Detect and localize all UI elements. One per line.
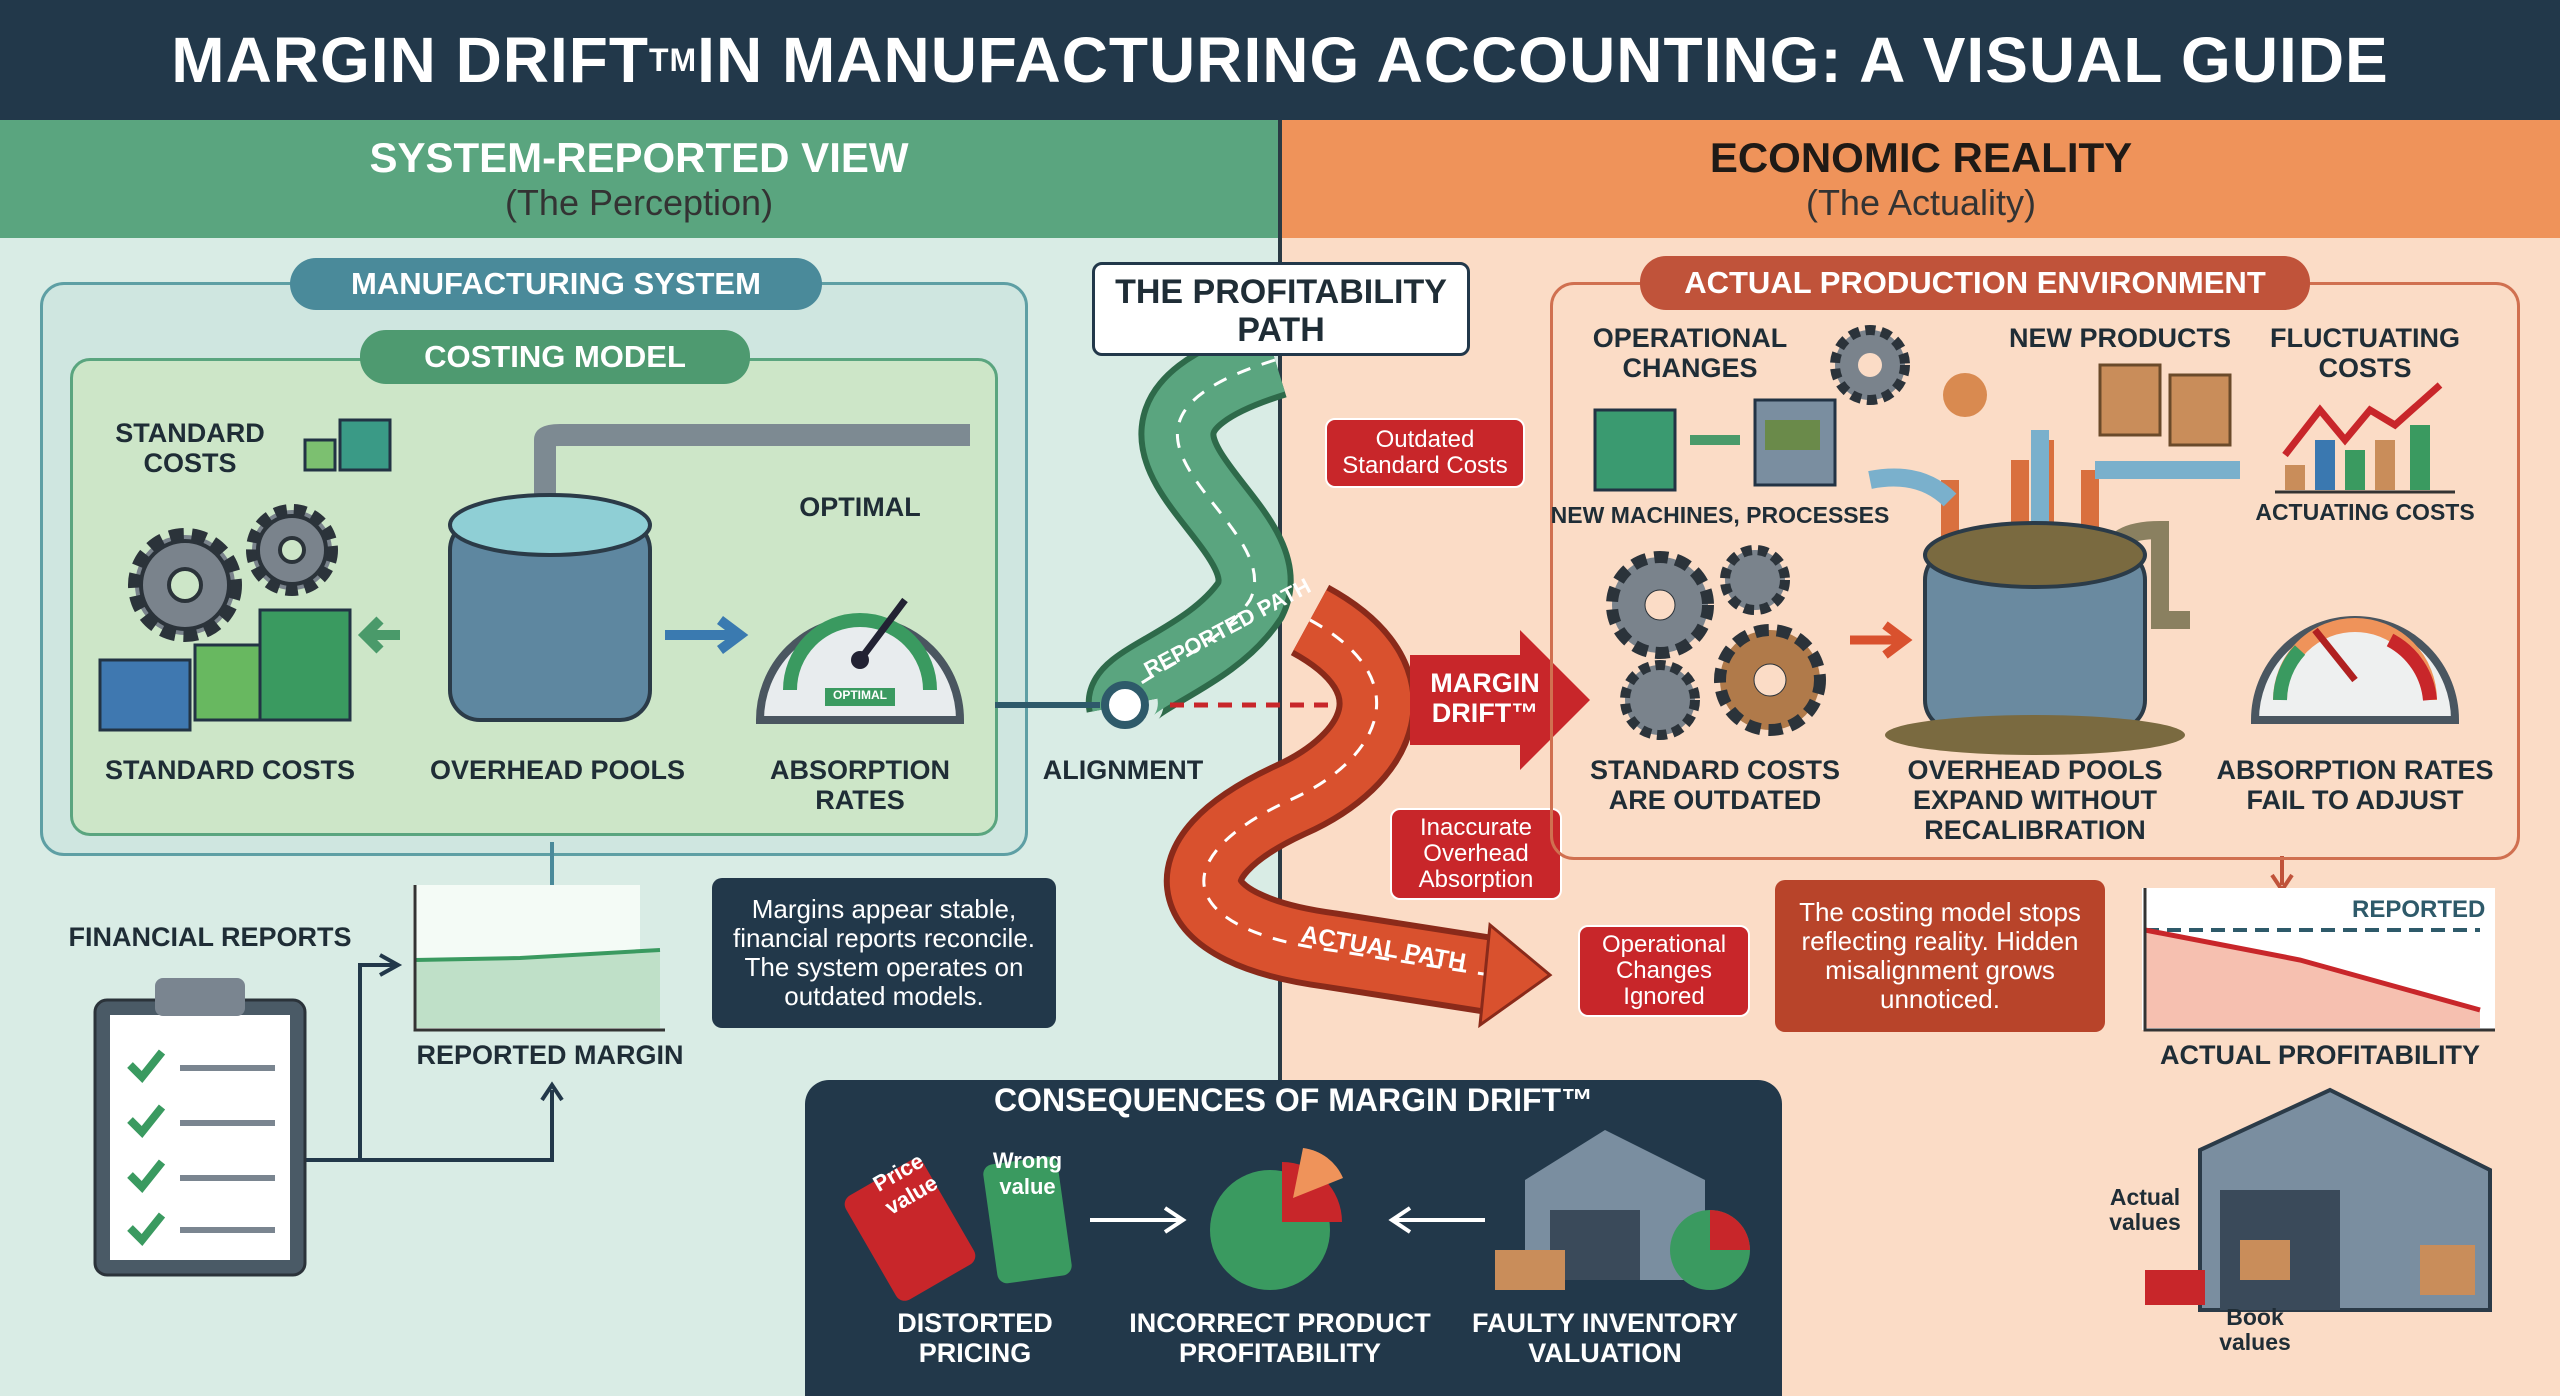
standard-costs-label: STANDARD COSTS — [104, 755, 355, 785]
actual-profitability-label: ACTUAL PROFITABILITY — [2160, 1040, 2480, 1070]
band-title: ECONOMIC REALITY — [1709, 134, 2133, 181]
overhead-pool-tank-icon — [357, 424, 970, 722]
economic-reality-band: ECONOMIC REALITY (The Actuality) — [1282, 120, 2560, 238]
broken-gauge-icon — [2250, 616, 2460, 724]
consequences-icons — [844, 1130, 1750, 1301]
margin-drift-arrow — [1410, 630, 1590, 770]
operational-changes-ignored-callout: Operational Changes Ignored — [1578, 925, 1750, 1017]
pie-chart-icon — [1210, 1148, 1343, 1290]
gears-icon — [128, 504, 338, 642]
actual-values-label: Actual values — [2109, 1184, 2181, 1235]
costing-model-title: COSTING MODEL — [360, 330, 750, 384]
optimal-gauge-icon — [755, 597, 965, 724]
overhead-pools-expand-label: OVERHEAD POOLS EXPAND WITHOUT RECALIBRAT… — [1907, 755, 2163, 845]
tm-mark: TM — [648, 41, 698, 78]
band-subtitle: (The Perception) — [504, 182, 774, 223]
title-main: MARGIN DRIFT — [171, 24, 649, 96]
faulty-inventory-label: FAULTY INVENTORY VALUATION — [1471, 1308, 1739, 1368]
band-title: SYSTEM-REPORTED VIEW — [369, 134, 909, 181]
reported-margin-chart — [413, 885, 665, 1032]
optimal-label: OPTIMAL — [799, 492, 921, 522]
wrong-tag-label: Wrong value — [992, 1148, 1063, 1199]
system-reported-band: SYSTEM-REPORTED VIEW (The Perception) — [0, 120, 1278, 238]
standard-costs-top-label: STANDARD COSTS — [115, 418, 265, 478]
actuating-costs-label: ACTUATING COSTS — [2255, 499, 2475, 525]
inaccurate-absorption-callout: Inaccurate Overhead Absorption — [1390, 808, 1562, 900]
standard-costs-outdated-label: STANDARD COSTS ARE OUTDATED — [1589, 755, 1840, 815]
alignment-label: ALIGNMENT — [1042, 755, 1204, 785]
margin-drift-label: MARGIN DRIFT™ — [1430, 668, 1540, 728]
actual-profitability-chart — [2142, 888, 2495, 1032]
overflowing-tank-icon — [1868, 430, 2240, 755]
consequences-title: CONSEQUENCES OF MARGIN DRIFT™ — [993, 1082, 1594, 1118]
worn-gears-icon — [1606, 545, 1913, 740]
band-subtitle: (The Actuality) — [1805, 182, 2037, 223]
actual-production-title: ACTUAL PRODUCTION ENVIRONMENT — [1640, 256, 2310, 310]
inventory-warehouse-icon — [1495, 1130, 1750, 1290]
price-tags-icon — [844, 1156, 1072, 1301]
incorrect-profitability-label: INCORRECT PRODUCT PROFITABILITY — [1129, 1308, 1431, 1368]
distorted-pricing-label: DISTORTED PRICING — [897, 1308, 1053, 1368]
title-rest: IN MANUFACTURING ACCOUNTING: A VISUAL GU… — [697, 24, 2389, 96]
absorption-rates-label: ABSORPTION RATES — [769, 755, 950, 815]
financial-reports-label: FINANCIAL REPORTS — [68, 922, 352, 952]
overhead-pools-label: OVERHEAD POOLS — [429, 755, 686, 785]
arrow-right-icon — [1090, 1206, 1187, 1234]
manufacturing-system-title: MANUFACTURING SYSTEM — [290, 258, 822, 310]
clipboard-checklist-icon — [93, 978, 307, 1277]
machines-icon — [1593, 325, 1987, 492]
operational-changes-label: OPERATIONAL CHANGES — [1592, 323, 1788, 383]
absorption-rates-fail-label: ABSORPTION RATES FAIL TO ADJUST — [2216, 755, 2494, 815]
new-machines-label: NEW MACHINES, PROCESSES — [1550, 502, 1890, 528]
profitability-path-title: THE PROFITABILITY PATH — [1092, 262, 1470, 356]
cubes-icon — [98, 418, 392, 732]
gauge-optimal-tag: OPTIMAL — [833, 688, 887, 702]
boxes-icon — [2098, 363, 2232, 447]
reported-line-label: REPORTED — [2352, 896, 2486, 923]
arrow-left-icon — [1388, 1206, 1485, 1234]
outdated-standard-costs-callout: Outdated Standard Costs — [1325, 418, 1525, 488]
new-products-label: NEW PRODUCTS — [2009, 323, 2231, 353]
book-values-label: Book values — [2219, 1304, 2291, 1355]
reality-note: The costing model stops reflecting reali… — [1775, 880, 2105, 1032]
profitability-path-road — [995, 322, 1553, 1029]
warehouse-icon — [2145, 1087, 2492, 1312]
reported-note: Margins appear stable, financial reports… — [712, 878, 1056, 1028]
fluctuating-costs-chart-icon — [2275, 382, 2455, 494]
reported-margin-label: REPORTED MARGIN — [416, 1040, 684, 1070]
fluctuating-costs-label: FLUCTUATING COSTS — [2270, 323, 2460, 383]
divider — [1278, 120, 1282, 1396]
